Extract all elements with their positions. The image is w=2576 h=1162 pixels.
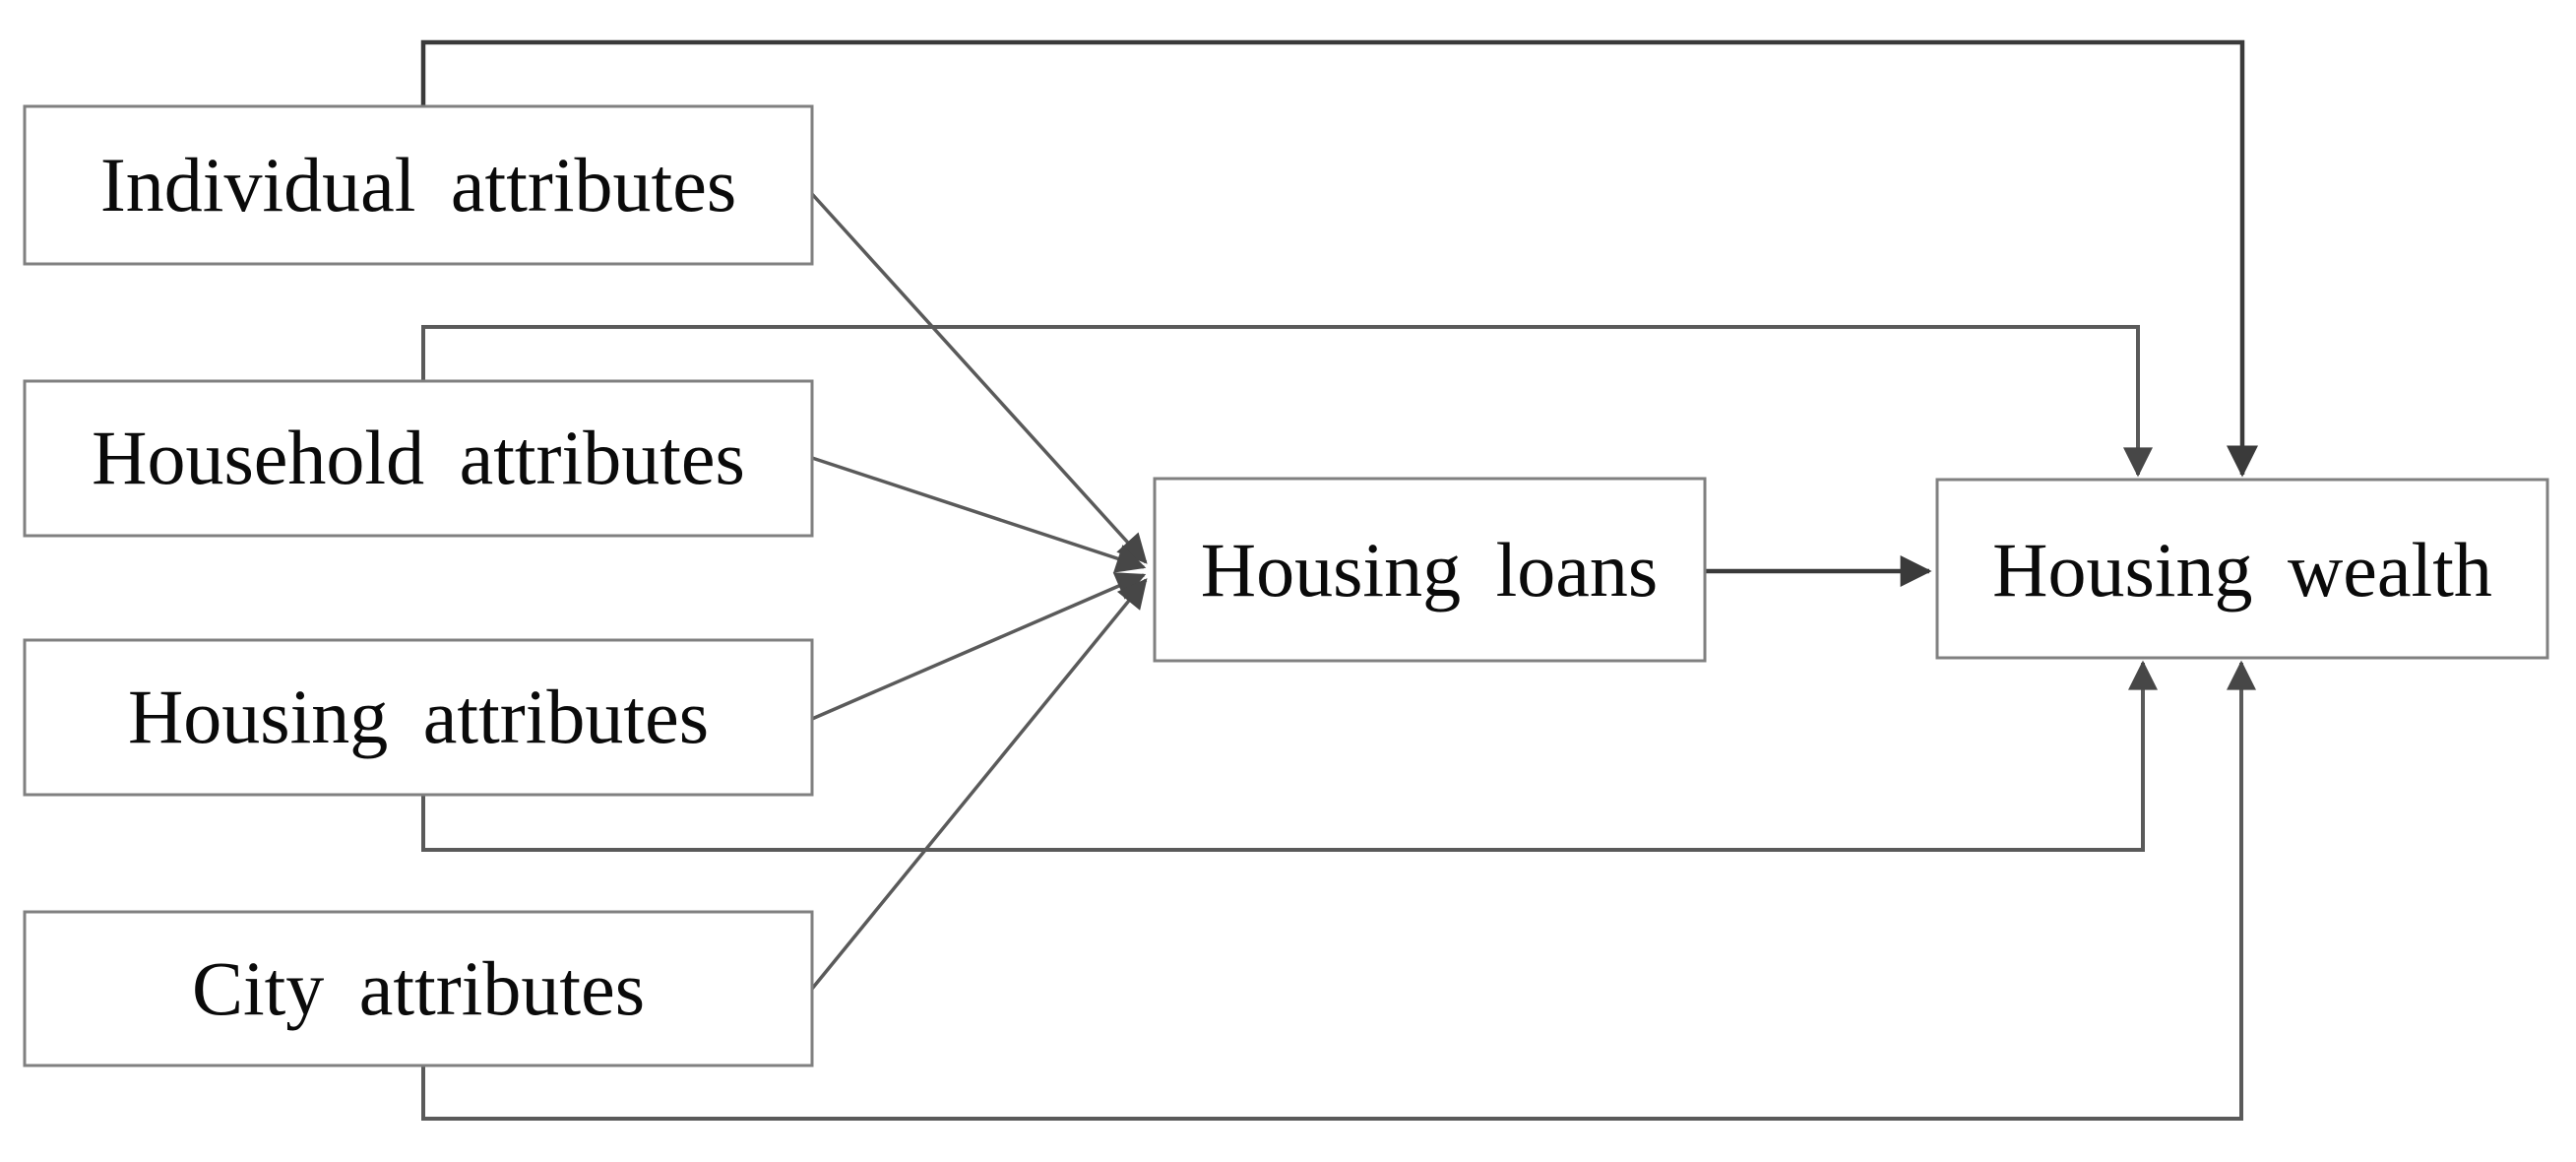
city-attributes-label: City attributes <box>192 945 645 1031</box>
housing-attributes-label: Housing attributes <box>128 674 709 759</box>
housing-loans-label: Housing loans <box>1201 527 1659 613</box>
city-attributes-box <box>23 910 814 1067</box>
individual-attributes-label: Individual attributes <box>100 142 736 227</box>
node-housing-wealth: Housing wealth <box>1935 478 2549 660</box>
edge-individual-to-wealth <box>420 39 2258 478</box>
housing-wealth-box <box>1935 478 2549 660</box>
edge-household-to-wealth <box>421 325 2153 478</box>
housing-loans-box <box>1153 477 1707 663</box>
individual-attributes-box <box>23 104 814 266</box>
housing-attributes-box <box>23 638 814 797</box>
edge-individual-to-loans <box>810 192 1148 564</box>
edge-household-to-loans <box>811 456 1147 573</box>
household-attributes-box <box>23 379 814 538</box>
edge-city-to-loans <box>810 578 1148 991</box>
node-housing-loans: Housing loans <box>1153 477 1707 663</box>
node-household-attributes: Household attributes <box>23 379 814 538</box>
node-individual-attributes: Individual attributes <box>23 104 814 266</box>
edge-city-to-wealth <box>421 660 2256 1121</box>
node-housing-attributes: Housing attributes <box>23 638 814 797</box>
node-city-attributes: City attributes <box>23 910 814 1067</box>
edge-housing-to-loans <box>811 572 1147 721</box>
household-attributes-label: Household attributes <box>92 415 745 500</box>
edge-housing-to-wealth <box>421 660 2158 852</box>
housing-wealth-label: Housing wealth <box>1992 527 2492 613</box>
